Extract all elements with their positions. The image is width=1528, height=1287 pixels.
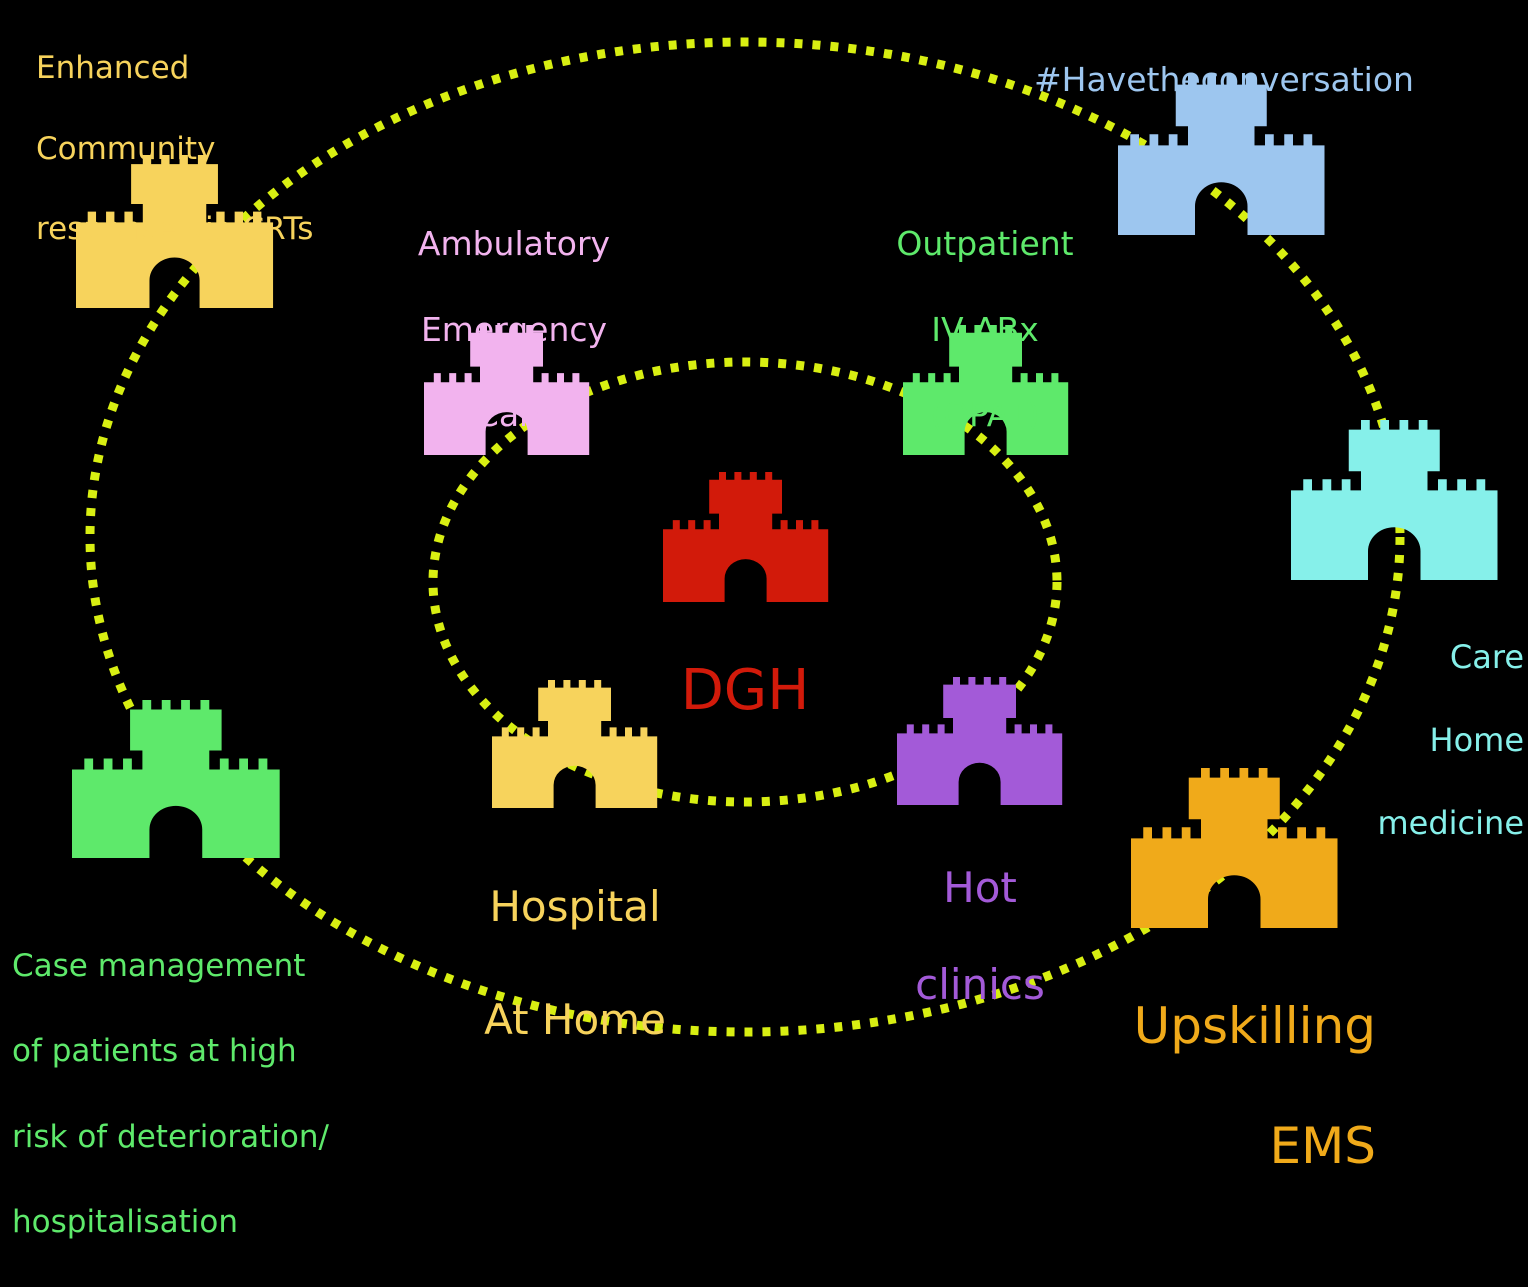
castle-icon-dgh [663,472,829,602]
label-line: Upskilling [1133,997,1376,1055]
inner-ring [428,357,1062,807]
label-line: Community [36,130,216,167]
label-hot-clinics: Hot clinics [880,816,1080,1057]
label-case-management: Case management of patients at high risk… [12,902,329,1287]
label-line: Enhanced [36,50,190,87]
label-opat: Outpatient IV ABx (OPAT) [880,180,1090,480]
label-line: Home [1429,720,1525,759]
label-line: of patients at high [12,1033,297,1070]
castle-icon-hospital-at-home [492,680,658,808]
label-line: medicine [1377,803,1524,842]
label-line: #Havetheconversation [1034,59,1414,99]
label-enhanced-community: Enhanced Community response via CRTs [36,8,313,290]
label-line: (OPAT) [930,395,1040,435]
label-line: Case management [12,947,306,984]
label-ambulatory-emergency-care: Ambulatory Emergency Care [404,180,624,480]
label-dgh: DGH [645,598,845,783]
label-line: Hot [943,863,1017,913]
label-upskilling-ems: Upskilling EMS [1120,936,1376,1236]
label-line: Care [1449,637,1524,676]
castle-icon-hot-clinics [897,677,1063,805]
diagram-canvas [72,37,1498,1037]
castle-icon-case-management [72,700,280,858]
label-line: At Home [484,995,666,1045]
label-line: EMS [1269,1117,1376,1175]
label-line: Ambulatory [417,223,611,263]
castle-icon-care-home-medicine [1291,420,1498,580]
center-label: DGH [680,657,810,723]
label-havetheconversation: #Havetheconversation [1034,16,1414,145]
label-hospital-at-home: Hospital At Home [455,822,695,1105]
label-line: Emergency [420,309,608,349]
label-line: clinics [915,959,1045,1009]
label-care-home-medicine: Care Home medicine [1360,595,1524,886]
label-line: response via CRTs [36,211,314,248]
label-line: Outpatient [896,223,1074,263]
label-line: Care [475,395,553,435]
label-line: risk of deterioration/ [12,1118,329,1155]
label-line: hospitalisation [12,1204,238,1241]
label-line: Hospital [489,881,661,931]
outer-ring [85,37,1405,1037]
label-line: IV ABx [931,309,1039,349]
